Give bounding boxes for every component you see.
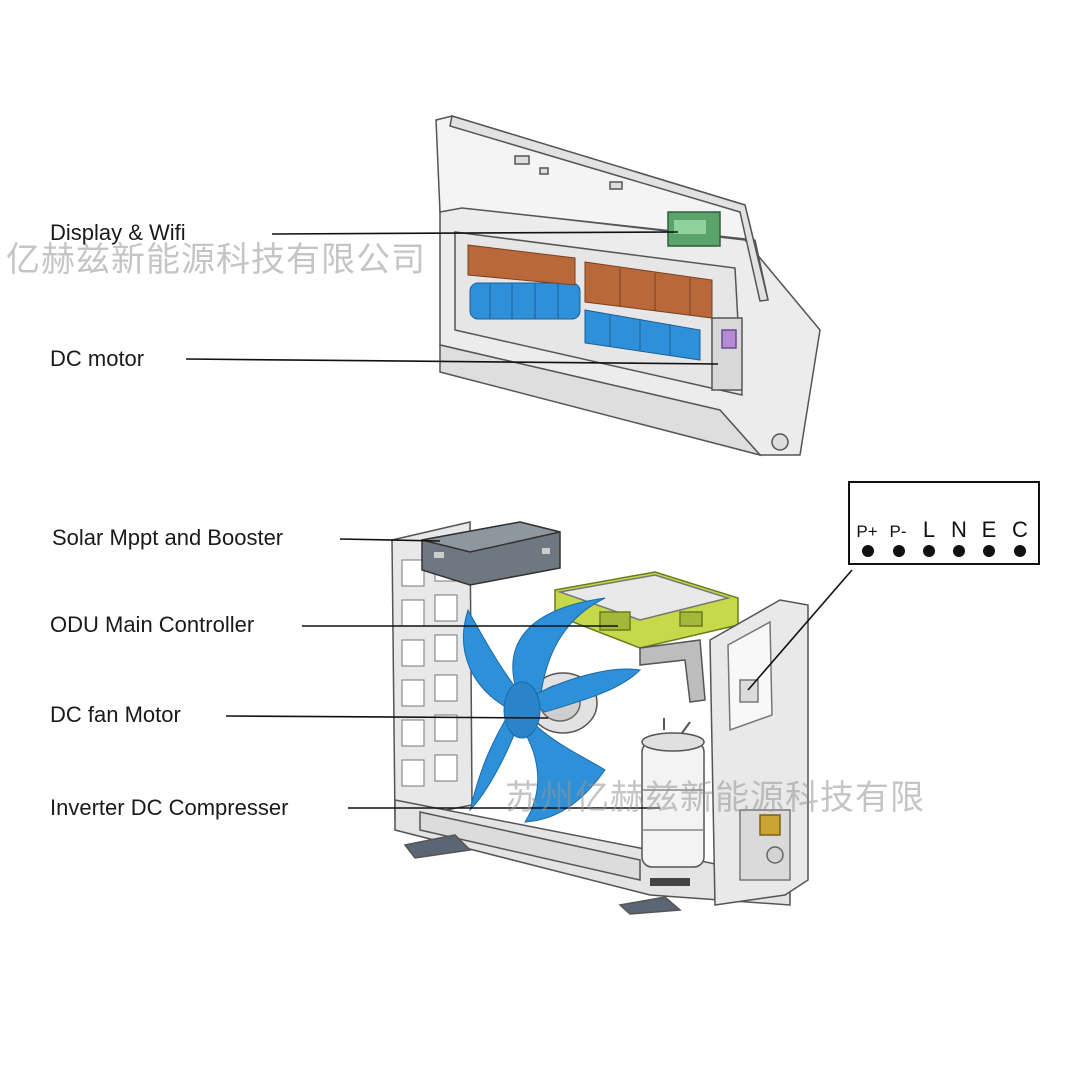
outdoor-unit-illustration: [391, 521, 809, 915]
solar-mppt-box: [421, 521, 561, 586]
label-solar-mppt: Solar Mppt and Booster: [52, 525, 284, 550]
odu-fan-blades: [463, 597, 642, 823]
watermark-bottom: 苏州亿赫兹新能源科技有限: [505, 778, 925, 818]
inverter-compressor: [641, 718, 705, 886]
terminal-label: C: [1012, 517, 1028, 542]
terminal-dot: [953, 545, 965, 557]
odu-main-controller-pcb: [554, 571, 739, 649]
leader-dc-fan-motor: [225, 715, 549, 719]
indoor-blower-right: [584, 309, 701, 361]
indoor-unit-illustration: [435, 115, 821, 457]
terminal-label: E: [981, 517, 997, 542]
terminal-label: L: [922, 517, 936, 542]
leader-dc-motor: [185, 358, 719, 365]
leader-display-wifi: [271, 231, 679, 235]
terminal-block: P+ P- L N E C: [848, 481, 1040, 565]
terminal-dot: [862, 545, 874, 557]
label-compressor: Inverter DC Compresser: [50, 795, 289, 820]
terminal-dot: [893, 545, 905, 557]
terminal-label: N: [951, 517, 967, 542]
leader-lines: [185, 231, 853, 809]
leader-terminal-box: [747, 569, 853, 691]
terminal-label: P-: [889, 522, 907, 541]
label-display-wifi: Display & Wifi: [50, 220, 186, 245]
odu-foot-left: [403, 834, 472, 859]
service-valve-icon: [759, 814, 784, 864]
label-dc-fan-motor: DC fan Motor: [50, 702, 181, 727]
label-dc-motor: DC motor: [50, 346, 145, 371]
terminal-dot: [923, 545, 935, 557]
watermark-top: 亿赫兹新能源科技有限公司: [6, 240, 426, 280]
terminal-dot: [1014, 545, 1026, 557]
indoor-blower-left: [469, 282, 581, 320]
terminal-label: P+: [856, 522, 878, 541]
leader-solar-mppt: [339, 538, 441, 542]
indoor-copper-coil: [467, 244, 713, 319]
indoor-control-box: [711, 317, 743, 391]
terminal-dot: [983, 545, 995, 557]
odu-foot-right: [618, 896, 682, 915]
label-odu-controller: ODU Main Controller: [50, 612, 255, 637]
